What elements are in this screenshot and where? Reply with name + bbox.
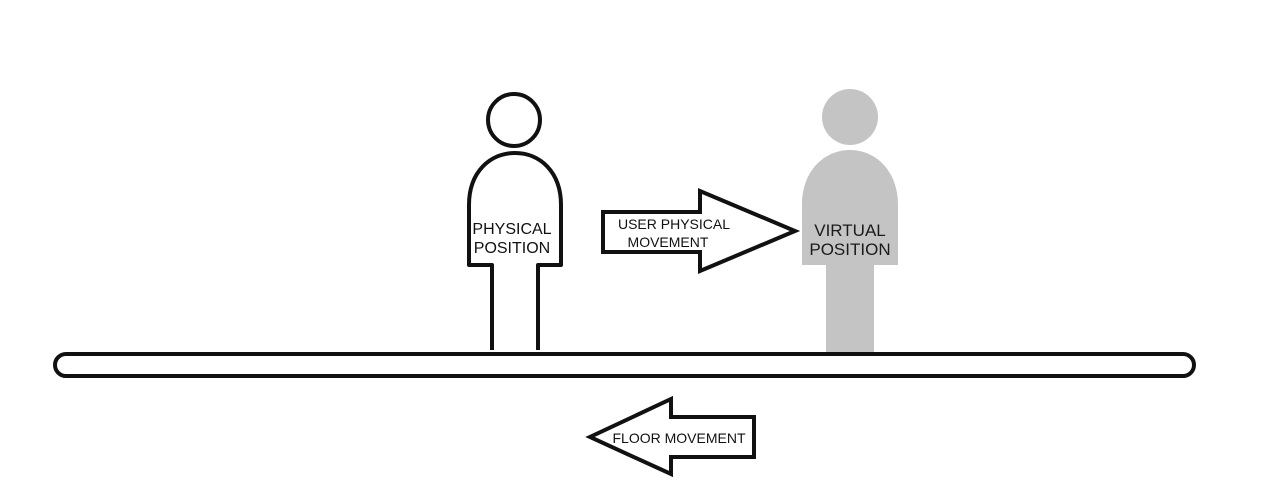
physical-figure-label-line2: POSITION [474,240,550,257]
virtual-figure-head [822,89,878,145]
right-arrow-shape [601,187,801,275]
virtual-figure-label-line2: POSITION [809,240,890,259]
user-physical-movement-arrow: USER PHYSICAL MOVEMENT [601,187,801,275]
physical-figure-label-line1: PHYSICAL [472,221,551,238]
virtual-figure: VIRTUAL POSITION [802,89,898,354]
physical-figure-body [467,151,563,350]
user-physical-movement-label-line2: MOVEMENT [628,234,709,250]
left-arrow-shape [585,395,756,478]
floor-movement-label: FLOOR MOVEMENT [612,430,745,446]
virtual-figure-body [802,150,898,354]
user-physical-movement-label-line1: USER PHYSICAL [618,216,730,232]
virtual-figure-label-line1: VIRTUAL [814,221,886,240]
floor-movement-arrow: FLOOR MOVEMENT [585,395,756,478]
physical-figure-head [486,92,542,148]
physical-figure: PHYSICAL POSITION [467,92,563,350]
floor-bar [53,352,1196,378]
